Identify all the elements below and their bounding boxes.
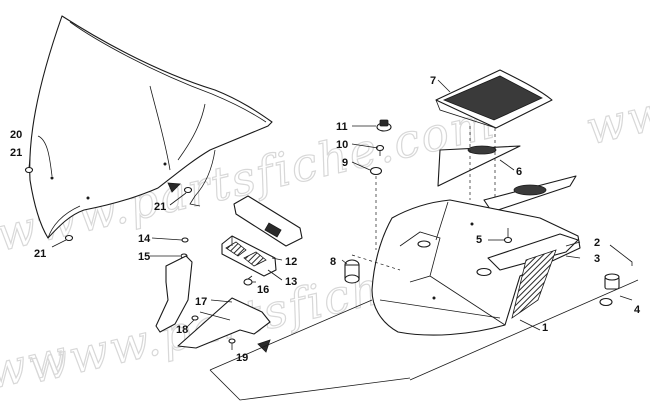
screw-part-21 xyxy=(24,166,193,242)
bracket-part-17 xyxy=(155,255,271,349)
callout-10: 10 xyxy=(336,139,348,151)
callout-17: 17 xyxy=(195,296,207,308)
callout-21-center: 21 xyxy=(154,201,166,213)
bolt-part-18 xyxy=(191,315,199,321)
callout-2: 2 xyxy=(594,237,600,249)
socket-part-8 xyxy=(344,259,360,284)
hood-part-1 xyxy=(371,199,581,336)
arrow-marker-icon xyxy=(167,182,181,193)
watermark-text-bottom: ww xyxy=(581,84,650,155)
arrow-marker-icon-2 xyxy=(257,339,271,353)
washer-part-9 xyxy=(369,166,383,176)
assembly-bracket-line-4 xyxy=(209,299,373,371)
instrument-pod-part-12-13 xyxy=(221,195,303,277)
assembly-bracket-line-3 xyxy=(209,369,411,401)
windshield-part-20 xyxy=(29,15,273,239)
callout-21-left-bottom: 21 xyxy=(34,248,46,260)
callout-4: 4 xyxy=(634,304,641,316)
callout-18: 18 xyxy=(176,324,188,336)
callout-13: 13 xyxy=(285,276,297,288)
callout-6: 6 xyxy=(516,166,522,178)
bolt-part-19 xyxy=(228,338,236,344)
guide-line-dashed-4 xyxy=(351,254,401,271)
callout-9: 9 xyxy=(342,157,348,169)
fastener-part-5 xyxy=(503,228,513,244)
callout-11: 11 xyxy=(336,121,348,133)
callout-14: 14 xyxy=(138,233,151,245)
leader-lines xyxy=(28,79,633,350)
switch-part-11 xyxy=(376,119,392,132)
insert-part-6 xyxy=(437,145,577,213)
assembly-bracket-line xyxy=(409,279,639,381)
callout-5: 5 xyxy=(476,234,482,246)
callout-labels: 1 2 3 4 5 6 7 8 9 10 11 12 13 14 15 16 1… xyxy=(10,75,641,364)
callout-3: 3 xyxy=(594,253,600,265)
callout-16: 16 xyxy=(257,284,269,296)
assembly-bracket-line-2 xyxy=(609,244,633,266)
callout-1: 1 xyxy=(542,322,548,334)
callout-19: 19 xyxy=(236,352,248,364)
grille-part-7 xyxy=(435,69,553,129)
watermark-text-left: ww xyxy=(0,328,74,399)
callout-21-left-top: 21 xyxy=(10,147,22,159)
callout-15: 15 xyxy=(138,251,150,263)
callout-12: 12 xyxy=(285,256,297,268)
bolt-part-14 xyxy=(181,237,189,243)
callout-7: 7 xyxy=(430,75,436,87)
knob-part-4 xyxy=(599,273,620,307)
callout-20: 20 xyxy=(10,129,22,141)
bolt-part-16 xyxy=(243,275,253,286)
callout-8: 8 xyxy=(330,256,336,268)
